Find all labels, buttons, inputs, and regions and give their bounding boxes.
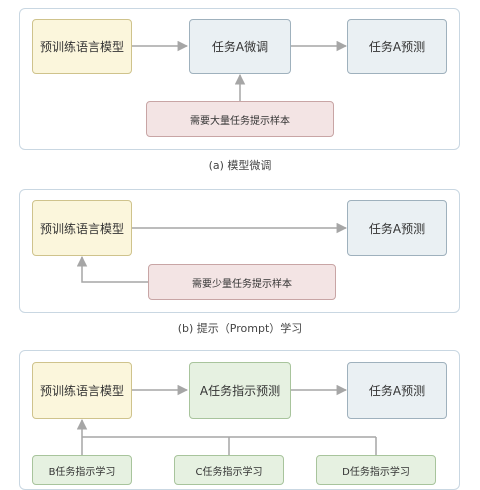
- node-few-samples: 需要少量任务提示样本: [148, 264, 336, 300]
- node-b-instruct-learning: B任务指示学习: [32, 455, 132, 485]
- arrow-b-requirement-to-lm: [76, 255, 148, 283]
- node-pretrained-lm-a: 预训练语言模型: [32, 19, 132, 74]
- node-pretrained-lm-b: 预训练语言模型: [32, 200, 132, 256]
- node-c-instruct-learning: C任务指示学习: [174, 455, 284, 485]
- node-a-instruct-predict: A任务指示预测: [189, 362, 291, 419]
- node-pretrained-lm-c: 预训练语言模型: [32, 362, 132, 419]
- node-many-samples: 需要大量任务提示样本: [146, 101, 334, 137]
- caption-a: (a) 模型微调: [208, 159, 272, 172]
- node-task-a-predict-c: 任务A预测: [347, 362, 447, 419]
- caption-b: (b) 提示（Prompt）学习: [177, 322, 303, 335]
- node-task-a-predict-b: 任务A预测: [347, 200, 447, 256]
- node-task-a-finetune: 任务A微调: [189, 19, 291, 74]
- node-task-a-predict-a: 任务A预测: [347, 19, 447, 74]
- node-d-instruct-learning: D任务指示学习: [316, 455, 436, 485]
- connector-arrows: [76, 40, 377, 455]
